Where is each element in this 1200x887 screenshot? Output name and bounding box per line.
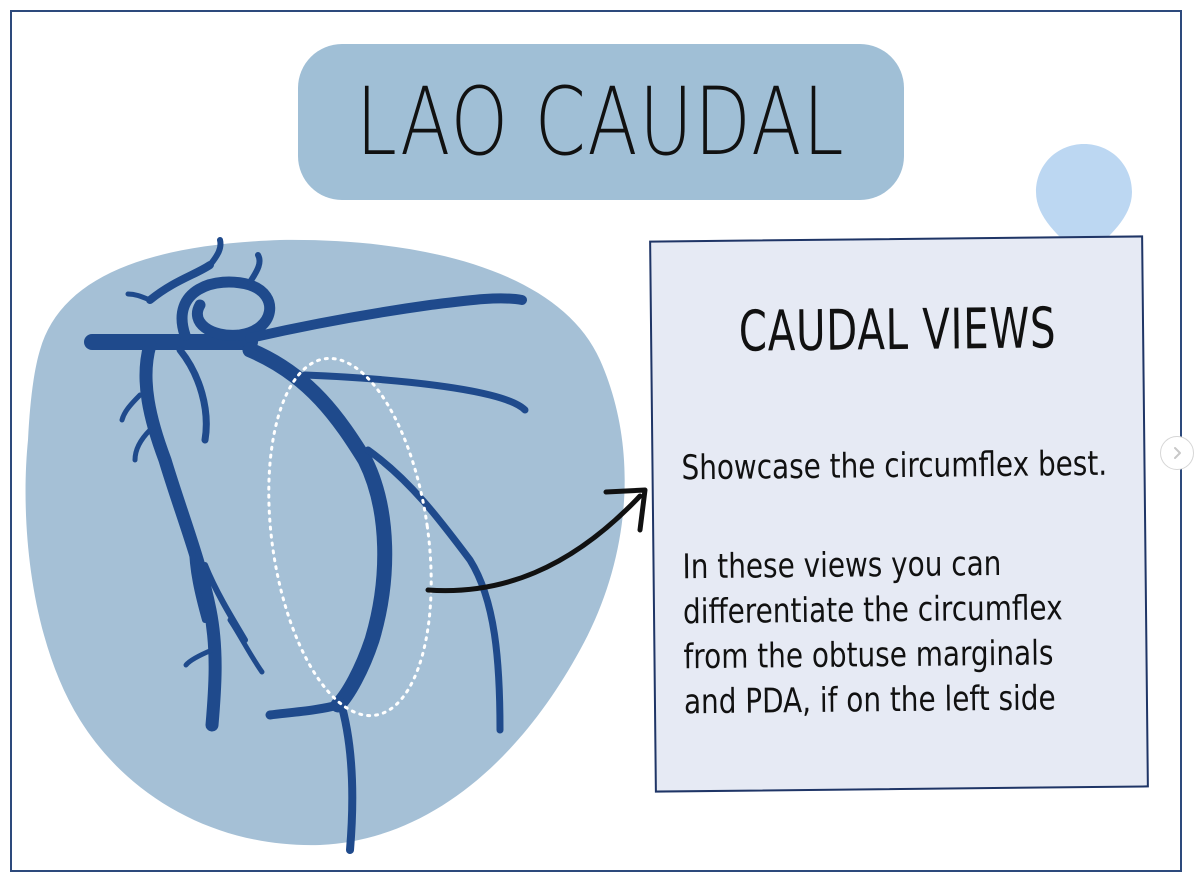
page-title: LAO CAUDAL — [356, 68, 845, 177]
next-slide-button[interactable] — [1160, 436, 1194, 470]
card-paragraph-line: from the obtuse marginals — [683, 633, 1053, 677]
chevron-right-icon — [1170, 446, 1184, 460]
card-summary: Showcase the circumflex best. — [681, 444, 1107, 488]
card-paragraph-line: and PDA, if on the left side — [684, 678, 1056, 722]
info-card: CAUDAL VIEWS Showcase the circumflex bes… — [649, 235, 1149, 792]
heart-silhouette — [26, 240, 625, 845]
card-heading: CAUDAL VIEWS — [652, 295, 1143, 365]
card-paragraph-line: In these views you can — [682, 544, 1001, 587]
title-banner: LAO CAUDAL — [298, 44, 904, 200]
card-paragraph-line: differentiate the circumflex — [683, 588, 1063, 632]
